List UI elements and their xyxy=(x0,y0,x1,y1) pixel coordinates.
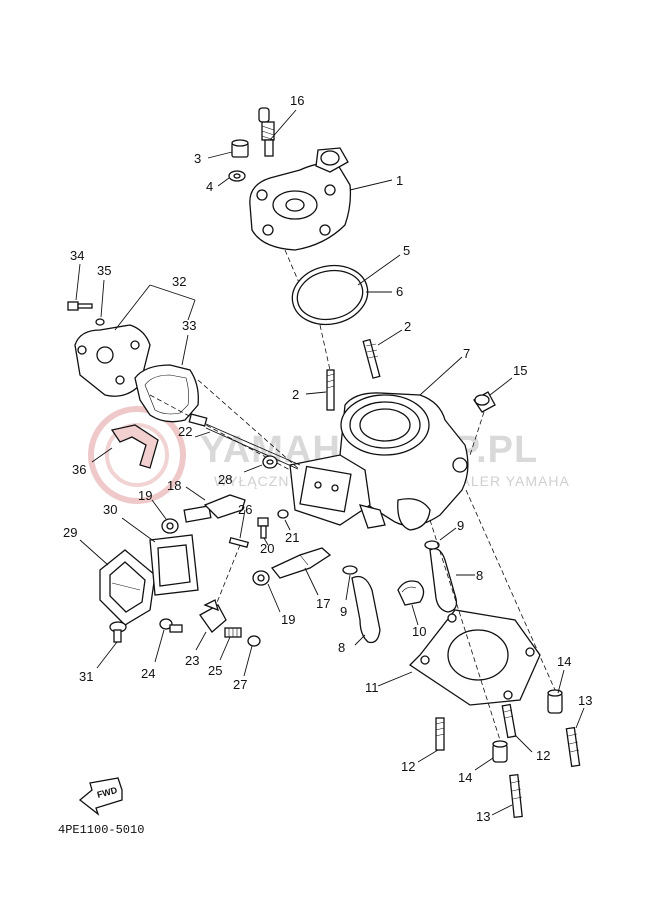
washer xyxy=(277,509,289,519)
callout-label: 13 xyxy=(578,693,592,708)
callout-label: 20 xyxy=(260,541,274,556)
diagram-code: 4PE1100-5010 xyxy=(58,823,144,837)
hose-clamp xyxy=(424,540,440,550)
head-nut xyxy=(231,139,249,158)
stud-bolt xyxy=(509,773,523,819)
power-valve xyxy=(270,547,332,579)
callout-label: 1 xyxy=(396,173,403,188)
callout-label: 14 xyxy=(557,654,571,669)
callout-label: 23 xyxy=(185,653,199,668)
callout-label: 21 xyxy=(285,530,299,545)
callout-label: 34 xyxy=(70,248,84,263)
stud-bolt xyxy=(362,338,381,379)
cylinder-head xyxy=(249,147,352,251)
callout-label: 14 xyxy=(458,770,472,785)
callout-label: 30 xyxy=(103,502,117,517)
callout-label: 12 xyxy=(401,759,415,774)
callout-label: 29 xyxy=(63,525,77,540)
callout-label: 15 xyxy=(513,363,527,378)
pin xyxy=(228,536,250,549)
callout-label: 28 xyxy=(218,472,232,487)
head-gasket xyxy=(291,264,369,326)
callout-label: 35 xyxy=(97,263,111,278)
valve-cover xyxy=(74,324,151,397)
callout-label: 6 xyxy=(396,284,403,299)
washer xyxy=(247,635,261,647)
callout-label: 4 xyxy=(206,179,213,194)
hose xyxy=(351,575,381,644)
power-valve-housing xyxy=(289,454,386,529)
callout-label: 22 xyxy=(178,424,192,439)
cover-gasket xyxy=(149,534,199,596)
callout-label: 9 xyxy=(340,604,347,619)
power-valve xyxy=(183,494,246,523)
callout-label: 18 xyxy=(167,478,181,493)
side-cover xyxy=(99,549,156,626)
valve-shaft xyxy=(188,413,301,470)
watermark-logo-icon xyxy=(88,406,186,504)
callout-label: 16 xyxy=(290,93,304,108)
callout-label: 25 xyxy=(208,663,222,678)
bracket xyxy=(199,599,227,633)
callout-label: 33 xyxy=(182,318,196,333)
callout-label: 11 xyxy=(365,680,379,695)
bolt xyxy=(159,618,183,633)
cylinder xyxy=(339,392,469,531)
spark-plug xyxy=(258,107,275,157)
callout-label: 24 xyxy=(141,666,155,681)
washer xyxy=(95,318,105,326)
callout-label: 5 xyxy=(403,243,410,258)
stud-bolt xyxy=(565,726,581,768)
callout-label: 32 xyxy=(172,274,186,289)
bolt xyxy=(67,301,93,311)
nut xyxy=(547,689,563,714)
callout-label: 10 xyxy=(412,624,426,639)
callout-label: 9 xyxy=(457,518,464,533)
callout-label: 3 xyxy=(194,151,201,166)
hose xyxy=(429,548,458,613)
bolt xyxy=(109,621,127,643)
cover-gasket xyxy=(134,364,199,423)
cap xyxy=(473,391,496,413)
stud-bolt xyxy=(501,703,517,739)
callout-label: 19 xyxy=(281,612,295,627)
callout-label: 7 xyxy=(463,346,470,361)
nut xyxy=(492,740,508,763)
hose-clamp xyxy=(342,565,358,575)
callout-label: 8 xyxy=(338,640,345,655)
stud-bolt xyxy=(435,717,445,751)
callout-label: 36 xyxy=(72,462,86,477)
callout-label: 13 xyxy=(476,809,490,824)
callout-label: 19 xyxy=(138,488,152,503)
callout-label: 17 xyxy=(316,596,330,611)
bolt xyxy=(257,517,269,539)
hose-clamp xyxy=(397,580,425,606)
spring xyxy=(224,627,242,638)
fwd-arrow-icon: FWD xyxy=(78,777,123,816)
callout-label: 12 xyxy=(536,748,550,763)
callout-label: 2 xyxy=(404,319,411,334)
callout-label: 2 xyxy=(292,387,299,402)
callout-labels: 1 2 2 3 4 5 6 7 8 8 9 9 10 11 12 12 13 1… xyxy=(63,93,592,824)
callout-label: 27 xyxy=(233,677,247,692)
stud-bolt xyxy=(326,369,335,411)
clip xyxy=(110,424,159,469)
base-gasket xyxy=(408,609,541,706)
callout-label: 8 xyxy=(476,568,483,583)
callout-label: 31 xyxy=(79,669,93,684)
callout-label: 26 xyxy=(238,502,252,517)
